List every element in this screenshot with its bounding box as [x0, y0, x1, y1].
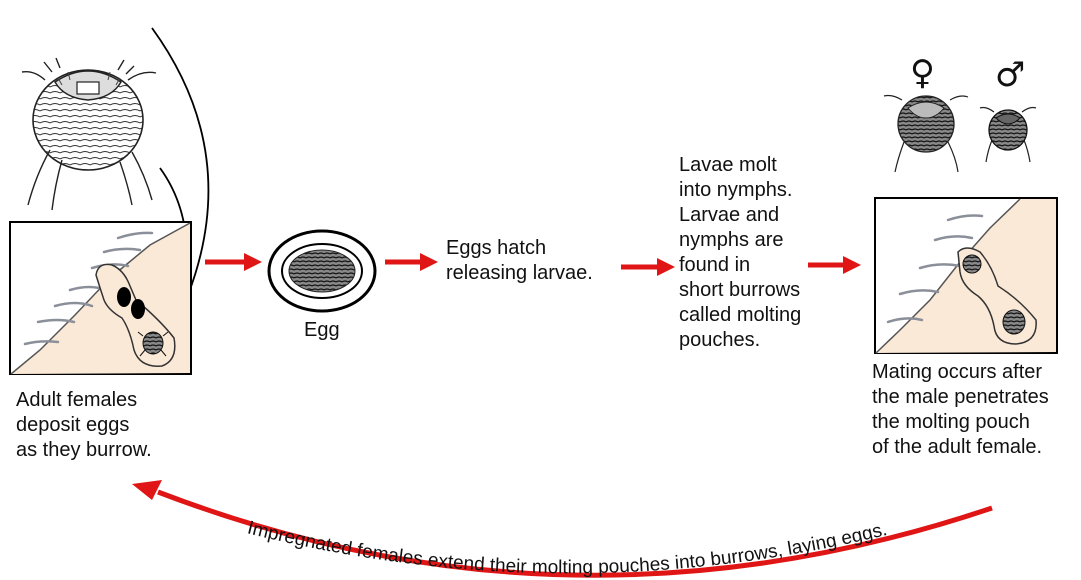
male-mite-icon — [980, 108, 1036, 163]
female-mite-small-icon — [884, 96, 968, 173]
hatch-caption: Eggs hatch releasing larvae. — [446, 236, 593, 286]
arrow-2 — [385, 253, 438, 271]
egg-label: Egg — [304, 318, 340, 343]
arrow-1 — [205, 253, 262, 271]
skin-burrow-icon — [10, 222, 191, 374]
arrow-3 — [621, 258, 675, 276]
female-mite-icon — [22, 58, 156, 210]
mating-caption: Mating occurs after the male penetrates … — [872, 360, 1049, 460]
molt-caption: Lavae molt into nymphs. Larvae and nymph… — [679, 153, 801, 353]
cycle-return-caption: Impregnated females extend their molting… — [245, 518, 889, 579]
mating-burrow-icon — [875, 198, 1057, 353]
male-symbol-icon: ♂ — [995, 58, 1025, 92]
arrow-4 — [808, 256, 861, 274]
female-symbol-icon: ♀ — [910, 56, 935, 90]
adult-females-caption: Adult females deposit eggs as they burro… — [16, 388, 152, 463]
egg-icon — [269, 231, 375, 311]
